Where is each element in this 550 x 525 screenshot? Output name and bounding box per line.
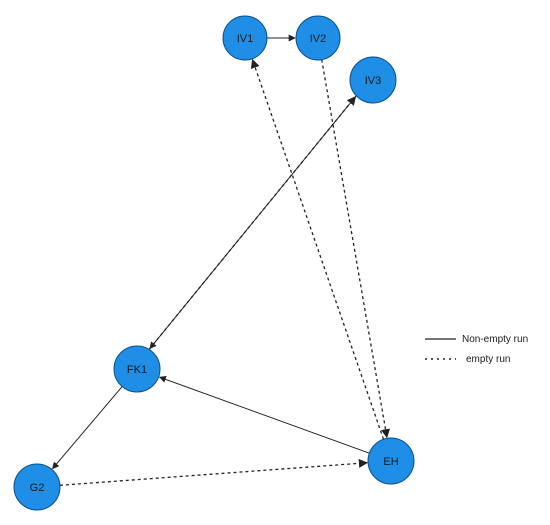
legend: Non-empty run empty run [425,334,528,365]
node-label: FK1 [127,364,147,376]
edge-fk1-to-iv3 [148,95,357,350]
legend-solid-label: Non-empty run [462,334,528,345]
node-iv2: IV2 [295,15,341,61]
node-circle [222,15,268,61]
node-circle [113,345,161,393]
node-circle [349,56,397,104]
legend-dashed-label: empty run [466,354,510,365]
node-label: IV1 [237,33,254,45]
edge-eh-to-iv1 [250,58,385,440]
edge-eh-to-fk1 [158,376,370,454]
edges-layer [52,34,391,486]
node-label: IV3 [365,75,382,87]
node-circle [295,15,341,61]
node-iv3: IV3 [349,56,397,104]
edge-g2-to-eh [59,458,368,486]
edge-fk1-to-g2 [52,386,123,470]
node-label: IV2 [310,33,327,45]
node-eh: EH [367,437,415,485]
node-circle [13,463,61,511]
node-iv1: IV1 [222,15,268,61]
node-g2: G2 [13,463,61,511]
node-label: EH [383,456,398,468]
node-label: G2 [30,482,45,494]
node-circle [367,437,415,485]
edge-iv2-to-eh [321,59,391,439]
node-fk1: FK1 [113,345,161,393]
